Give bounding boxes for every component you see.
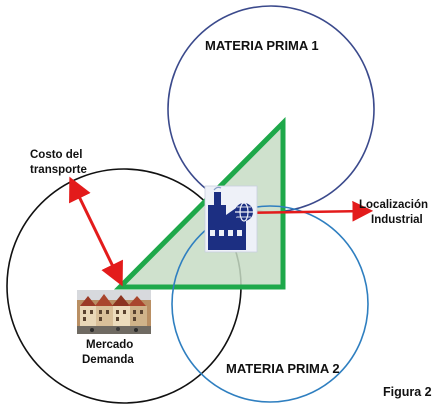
label-materia-prima-1: MATERIA PRIMA 1: [205, 38, 319, 53]
label-costo-transporte-1: Costo del: [30, 149, 82, 161]
label-mercado: Mercado: [86, 339, 133, 351]
transport-cost-arrow: [69, 176, 123, 287]
factory-icon: [204, 185, 258, 253]
label-costo-transporte-2: transporte: [30, 164, 87, 176]
industrial-location-arrow: [237, 200, 374, 222]
town-picture-icon: [77, 290, 151, 334]
label-localizacion-1: Localización: [359, 199, 428, 211]
label-localizacion-2: Industrial: [371, 214, 423, 226]
label-figura: Figura 2: [383, 385, 432, 399]
location-triangle: [113, 116, 286, 290]
label-materia-prima-2: MATERIA PRIMA 2: [226, 361, 340, 376]
label-demanda: Demanda: [82, 354, 134, 366]
circle-materia-prima-2: [171, 205, 369, 403]
